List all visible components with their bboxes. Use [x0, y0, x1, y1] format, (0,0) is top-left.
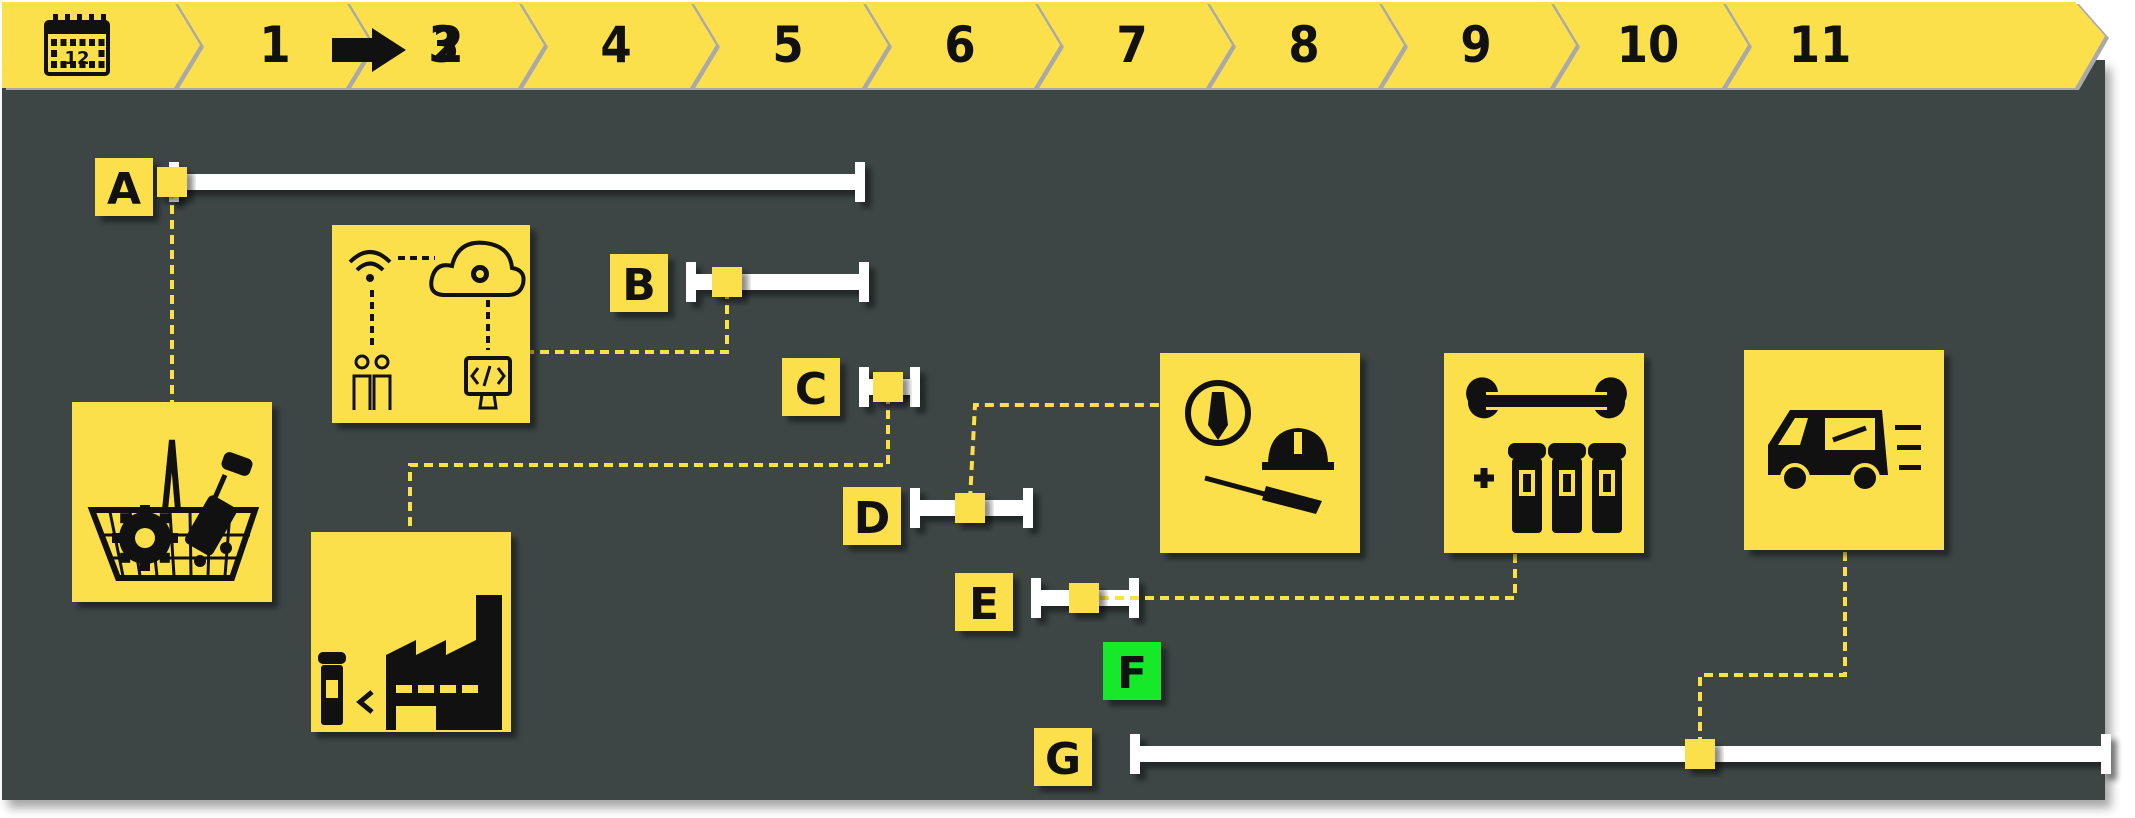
connector-b: [530, 290, 729, 354]
track-label-c: C: [782, 358, 840, 416]
timeline-step-label: 5: [772, 16, 803, 74]
track-marker-c: [873, 372, 903, 402]
iot-cloud-network-icon: [332, 225, 530, 423]
timeline-step-label: 2: [432, 16, 463, 74]
connector-g: [1698, 551, 1847, 746]
connector-e: [1100, 553, 1517, 600]
service-van-icon: [1744, 350, 1944, 550]
timeline-step-label: 11: [1789, 16, 1852, 74]
wifi-icon: [348, 250, 392, 282]
timeline-step-9: [1378, 2, 1576, 88]
connector-c: [408, 395, 890, 532]
track-marker-g: [1685, 739, 1715, 769]
track-label-text: B: [622, 260, 656, 311]
wrench-add-machines-icon: [1444, 353, 1644, 553]
track-marker-a: [157, 167, 187, 197]
track-label-text: G: [1045, 734, 1081, 785]
track-label-b: B: [610, 254, 668, 312]
track-marker-b: [712, 267, 742, 297]
track-bar-g: [1130, 734, 2111, 774]
track-label-f: F: [1103, 642, 1161, 700]
basket-gears-machines-icon: [72, 402, 272, 602]
cards-layer: [72, 225, 1944, 732]
timeline-step-3: [346, 2, 544, 88]
track-label-a: A: [95, 158, 153, 216]
timeline-step-label: 6: [944, 16, 975, 74]
factory-machine-delivery-icon: [311, 532, 511, 732]
compass-helmet-screwdriver-icon: [1160, 353, 1360, 553]
track-label-text: D: [854, 493, 891, 544]
timeline-step-2: [174, 2, 372, 88]
arrow-right-icon: [332, 28, 406, 72]
track-label-text: A: [107, 164, 141, 215]
cloud-gear-icon: [429, 240, 526, 297]
track-marker-e: [1069, 583, 1099, 613]
timeline-step-8: [1206, 2, 1404, 88]
timeline-step-label: 4: [600, 16, 631, 74]
timeline-step-label: 9: [1460, 16, 1491, 74]
timeline-step-6: [862, 2, 1060, 88]
timeline-step-label: 8: [1288, 16, 1319, 74]
track-label-text: C: [795, 364, 827, 415]
track-marker-d: [955, 493, 985, 523]
timeline-step-label: 10: [1617, 16, 1680, 74]
timeline-step-label: 7: [1116, 16, 1147, 74]
users-icon: [352, 354, 392, 410]
track-label-text: F: [1117, 648, 1147, 699]
track-label-e: E: [955, 573, 1013, 631]
timeline-step-7: [1034, 2, 1232, 88]
track-label-d: D: [843, 487, 901, 545]
timeline-step-5: [690, 2, 888, 88]
connectors-layer: [170, 190, 1847, 746]
calendar-icon: 12: [44, 14, 110, 76]
track-label-text: E: [969, 579, 999, 630]
timeline-step-10: [1550, 2, 1748, 88]
connector-d: [968, 403, 1160, 501]
timeline-step-11: [1722, 2, 2105, 88]
markers-layer: [157, 167, 1715, 769]
timeline-step-4: [518, 2, 716, 88]
code-monitor-icon: [464, 356, 512, 410]
timeline-step-label: 1: [259, 16, 290, 74]
track-label-g: G: [1034, 728, 1092, 786]
timeline-step-label: 3: [428, 16, 459, 74]
svg-text:12: 12: [64, 48, 89, 69]
